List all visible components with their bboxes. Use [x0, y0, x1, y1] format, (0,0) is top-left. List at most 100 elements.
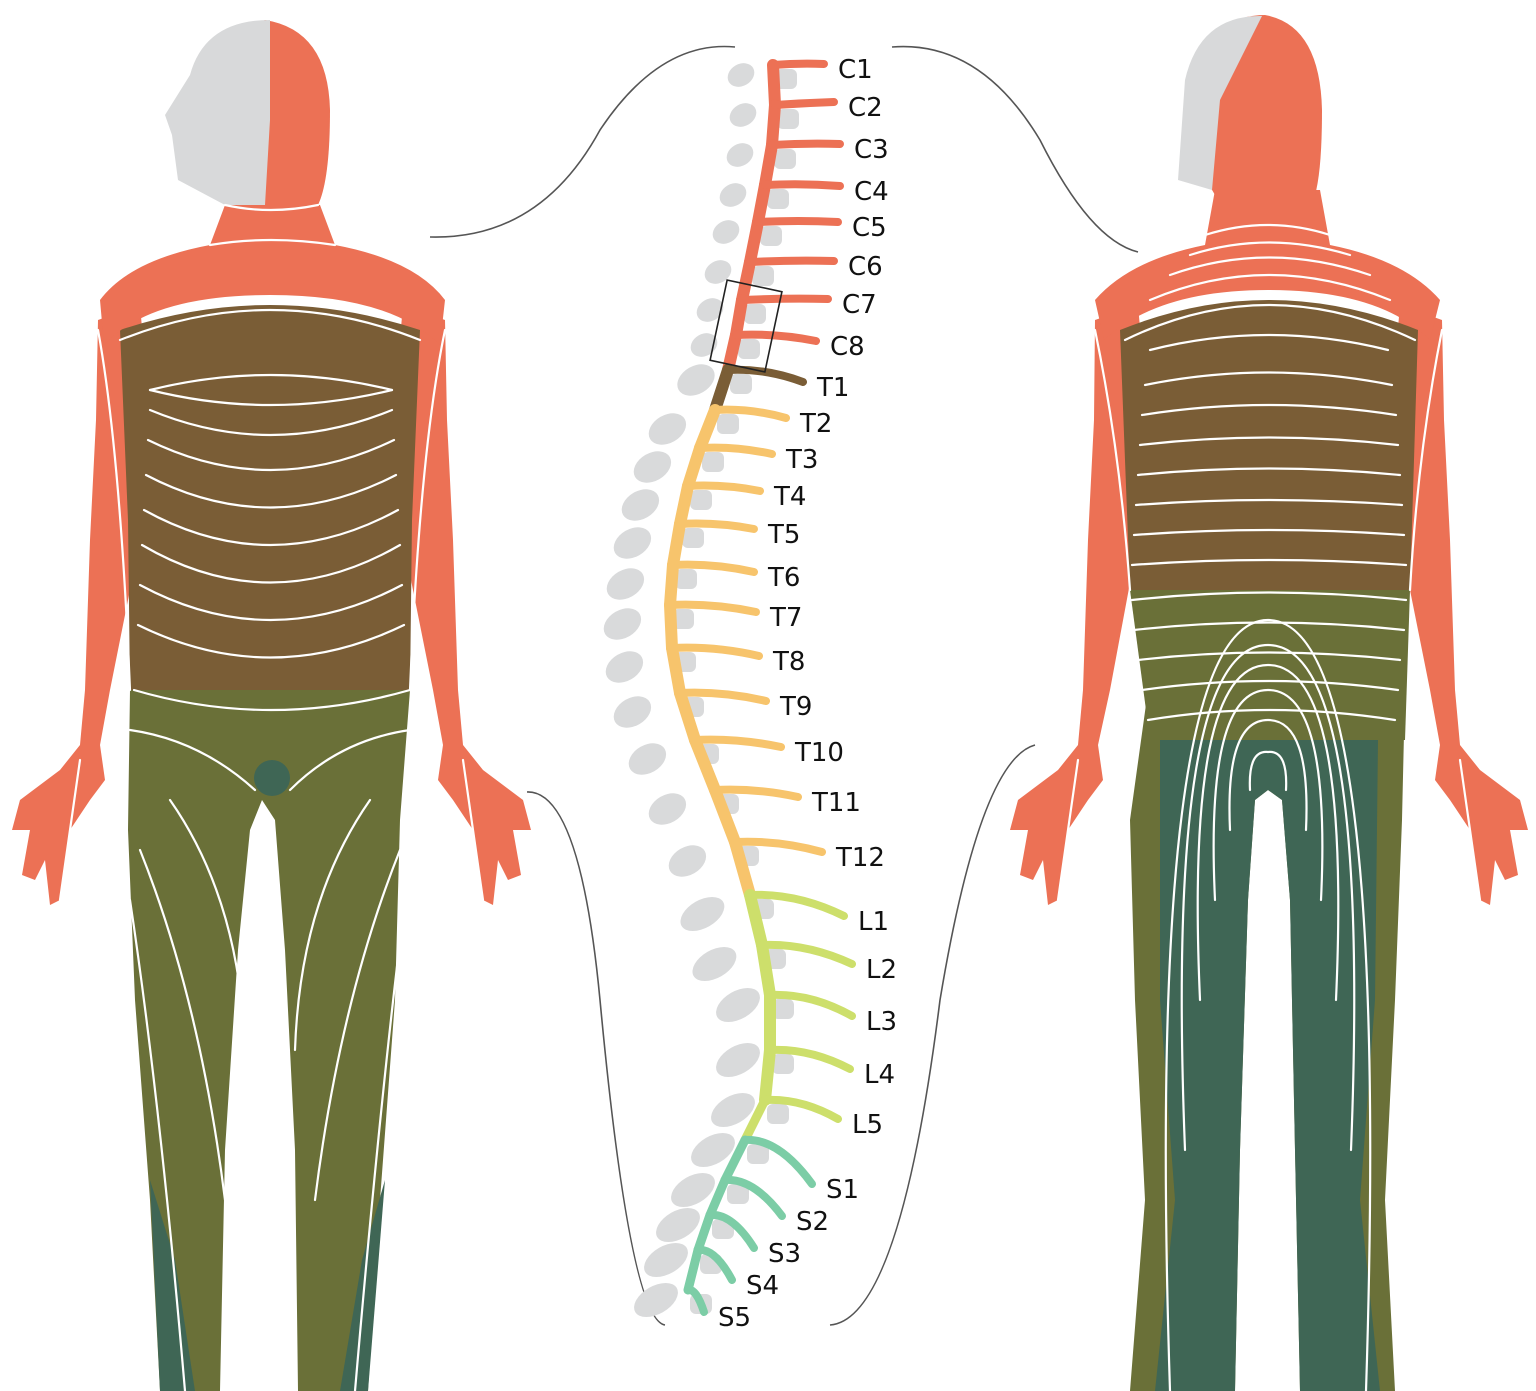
spine-label-t9: T9: [779, 692, 812, 722]
spine-label-c3: C3: [854, 135, 889, 165]
vertebral-body: [744, 304, 766, 324]
vertebral-body: [760, 226, 782, 246]
spine-label-l4: L4: [864, 1060, 895, 1090]
nerve-root-c1: [773, 64, 824, 65]
spine-label-s5: S5: [718, 1303, 751, 1333]
spine-label-l5: L5: [852, 1110, 883, 1140]
connector-top-right: [892, 47, 1138, 252]
vertebra: [723, 58, 758, 91]
cord-segment: [772, 105, 775, 145]
cord-segment: [673, 524, 680, 565]
spine-label-c7: C7: [842, 290, 877, 320]
back-torso-upper: [1120, 300, 1418, 590]
spine-label-t5: T5: [767, 520, 800, 550]
vertebral-body: [702, 452, 724, 472]
vertebral-body: [774, 149, 796, 169]
connector-bottom-left: [527, 792, 665, 1325]
cord-segment: [715, 370, 728, 410]
vertebra: [600, 645, 649, 689]
vertebra: [623, 737, 672, 781]
spine-label-c4: C4: [854, 177, 889, 207]
vertebral-body: [767, 1104, 789, 1124]
vertebral-body: [682, 528, 704, 548]
spine-label-s3: S3: [768, 1239, 801, 1269]
spine-label-t12: T12: [835, 843, 885, 873]
cord-segment: [670, 565, 673, 605]
vertebra: [722, 138, 757, 171]
connector-top-left: [430, 46, 735, 237]
front-perineum: [254, 760, 290, 796]
nerve-root-c6: [750, 261, 834, 262]
spine-label-c2: C2: [848, 93, 883, 123]
cord-segment: [765, 1050, 770, 1100]
spine-label-c1: C1: [838, 55, 873, 85]
vertebra: [643, 407, 692, 451]
vertebra: [628, 445, 677, 489]
vertebra: [598, 602, 647, 646]
spine-label-t3: T3: [785, 445, 818, 475]
vertebra: [725, 98, 760, 131]
front-torso: [120, 305, 420, 690]
spine-label-s1: S1: [826, 1175, 859, 1205]
vertebra: [601, 562, 650, 606]
spine-label-t11: T11: [811, 788, 861, 818]
spine-label-t7: T7: [769, 603, 802, 633]
vertebral-body: [767, 189, 789, 209]
spine-label-l2: L2: [866, 955, 897, 985]
back-figure: [1010, 15, 1528, 1391]
nerve-root-c7: [742, 299, 828, 300]
spine-label-l1: L1: [858, 907, 889, 937]
vertebra: [616, 483, 665, 527]
vertebra: [687, 940, 743, 988]
nerve-root-c4: [765, 184, 840, 186]
vertebral-body: [690, 490, 712, 510]
cord-segment: [670, 605, 672, 648]
nerve-root-c5: [758, 221, 838, 222]
vertebra: [608, 521, 657, 565]
nerve-root-c3: [772, 144, 840, 145]
cord-segment: [672, 648, 680, 693]
vertebra: [675, 890, 731, 938]
vertebra: [708, 215, 743, 248]
vertebra: [700, 255, 735, 288]
connectors: [430, 46, 1138, 1325]
spine-label-t6: T6: [767, 563, 800, 593]
vertebra: [710, 981, 766, 1029]
vertebra: [643, 787, 692, 831]
connector-bottom-right: [830, 745, 1035, 1325]
spine-label-s2: S2: [796, 1207, 829, 1237]
cord-segment: [750, 222, 758, 262]
spine-label-t1: T1: [816, 373, 849, 403]
spine-label-s4: S4: [746, 1271, 779, 1301]
cord-segment: [762, 945, 770, 995]
vertebra: [692, 293, 727, 326]
spine-label-t4: T4: [773, 482, 806, 512]
spine-label-c8: C8: [830, 332, 865, 362]
spine-label-t2: T2: [799, 409, 832, 439]
spine-label-c5: C5: [852, 213, 887, 243]
vertebra: [710, 1036, 766, 1084]
vertebra: [638, 1236, 694, 1284]
cord-segment: [765, 145, 772, 185]
spine-label-t8: T8: [772, 647, 805, 677]
vertebral-body: [730, 374, 752, 394]
vertebral-body: [717, 414, 739, 434]
vertebra: [672, 358, 721, 402]
vertebral-body: [738, 339, 760, 359]
cord-segment: [688, 1250, 698, 1290]
spine-label-t10: T10: [794, 738, 844, 768]
front-hair: [165, 20, 270, 205]
front-figure: [12, 20, 531, 1391]
vertebral-body: [752, 266, 774, 286]
spine-label-l3: L3: [866, 1007, 897, 1037]
cord-segment: [698, 1215, 710, 1250]
spine-label-c6: C6: [848, 252, 883, 282]
vertebra: [608, 690, 657, 734]
vertebra: [715, 178, 750, 211]
vertebra: [628, 1276, 684, 1324]
nerve-roots: [670, 64, 852, 1312]
cord-segment: [773, 65, 775, 105]
nerve-root-c2: [775, 102, 834, 105]
vertebra: [663, 839, 712, 883]
